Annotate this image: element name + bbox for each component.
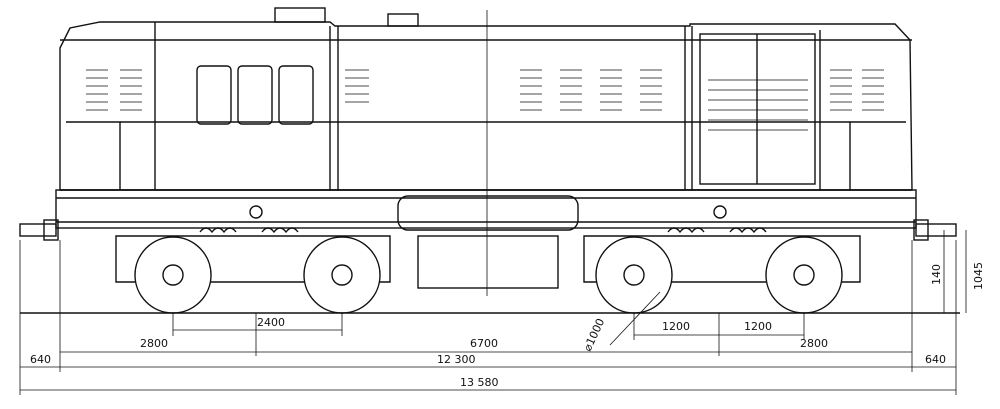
dim-axle-half-spacing-a: 1200 bbox=[662, 320, 690, 333]
dim-buffer-overhang-left: 640 bbox=[30, 353, 51, 366]
dim-length-over-body: 12 300 bbox=[437, 353, 476, 366]
bogies bbox=[115, 205, 861, 314]
dim-bogie-centres: 6700 bbox=[470, 337, 498, 350]
dim-bogie-wheelbase: 2400 bbox=[257, 316, 285, 329]
locomotive-body bbox=[55, 7, 917, 296]
dim-buffer-overhang-right: 640 bbox=[925, 353, 946, 366]
dim-coupler-height-small: 140 bbox=[930, 264, 943, 285]
dim-axle-half-spacing-b: 1200 bbox=[744, 320, 772, 333]
louvre-grilles bbox=[86, 69, 884, 131]
dim-coupler-height: 1045 bbox=[972, 262, 985, 290]
dim-length-over-buffers: 13 580 bbox=[460, 376, 499, 389]
dim-wheel-diameter: ⌀1000 bbox=[581, 316, 607, 353]
dim-buffer-to-bogie-right: 2800 bbox=[800, 337, 828, 350]
dim-buffer-to-bogie-left: 2800 bbox=[140, 337, 168, 350]
dimension-lines bbox=[19, 230, 967, 395]
buffers bbox=[19, 219, 957, 241]
